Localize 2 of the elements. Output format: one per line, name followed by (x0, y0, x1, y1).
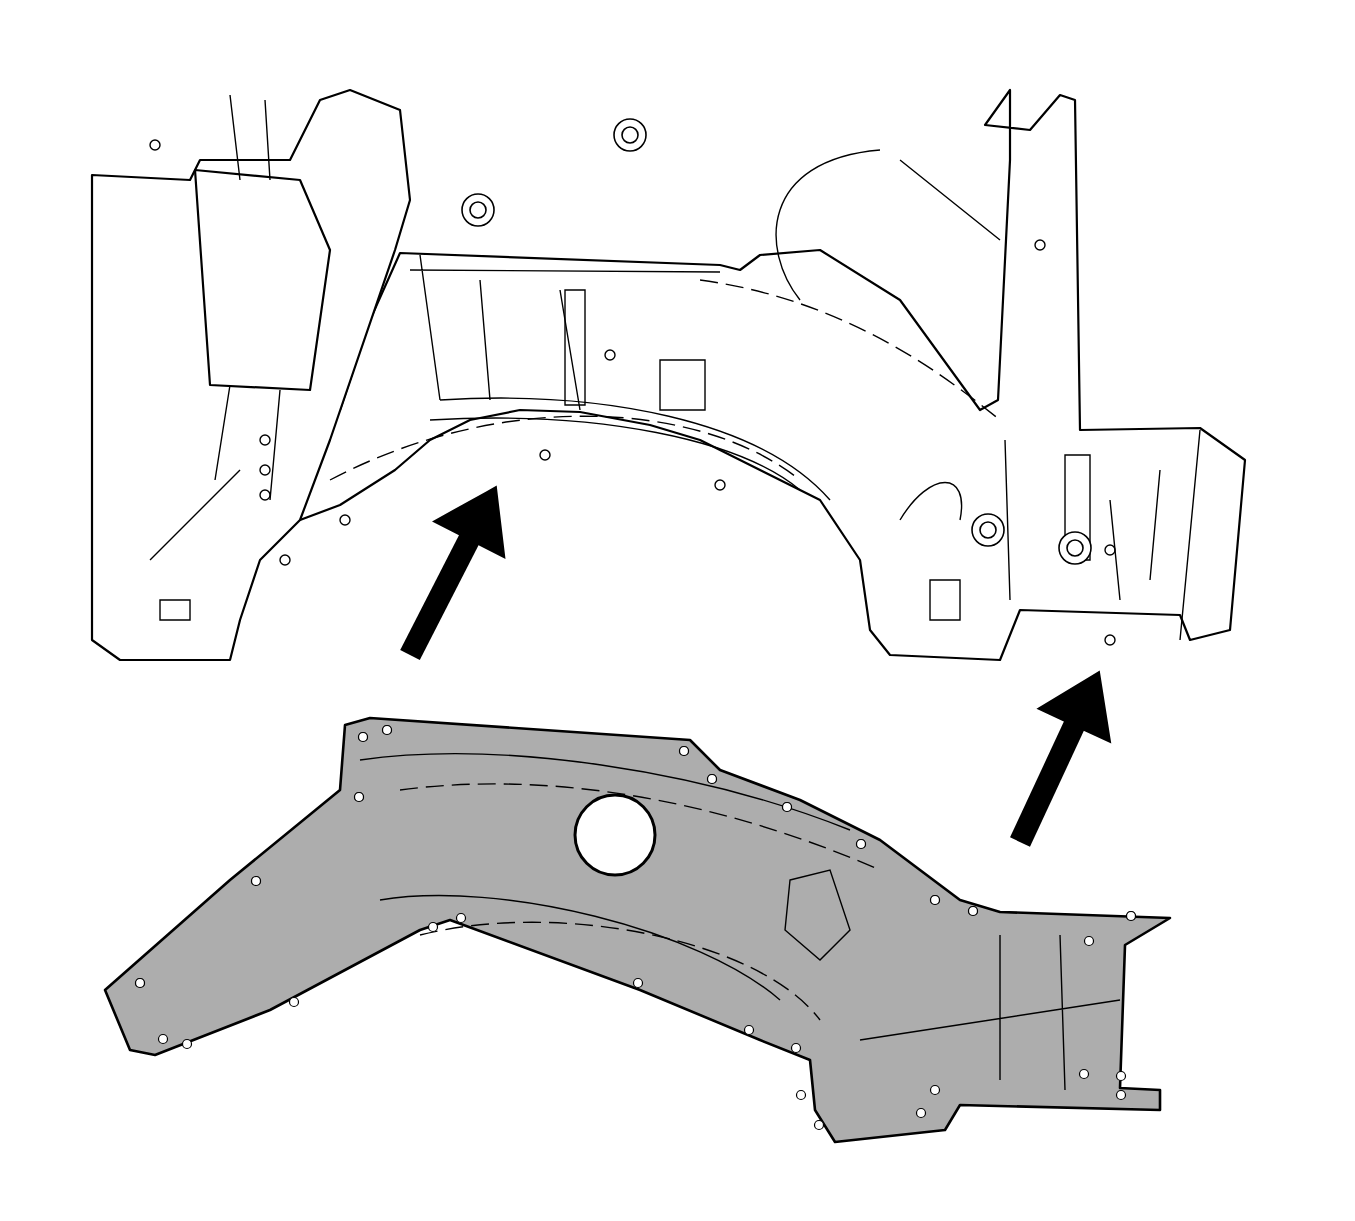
panel-drawing (103, 716, 1172, 1144)
body-structure-drawing (90, 88, 1247, 662)
